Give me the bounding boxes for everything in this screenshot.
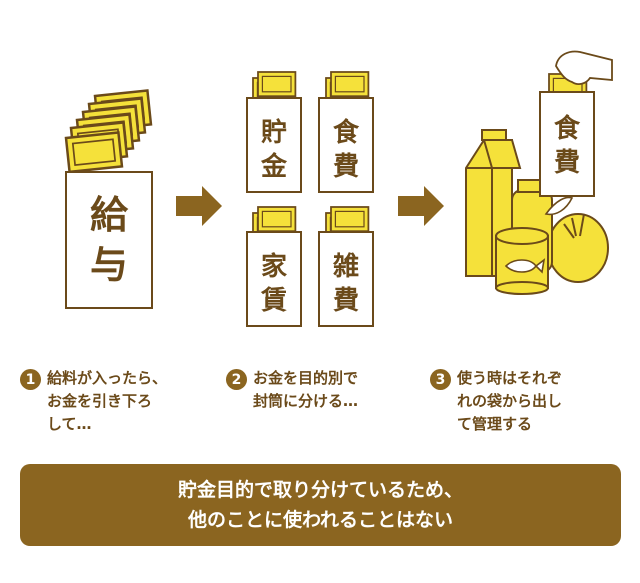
food-envelope-label: 食 費 xyxy=(319,116,373,184)
savings-envelope xyxy=(246,97,302,193)
step-2-number: 2 xyxy=(226,369,247,390)
misc-envelope xyxy=(318,231,374,327)
misc-char-2: 費 xyxy=(332,286,359,316)
step-1-text: 給料が入ったら、 お金を引き下ろ して… xyxy=(47,369,168,433)
conclusion-banner: 貯金目的で取り分けているため、 他のことに使われることはない xyxy=(20,464,621,546)
rent-envelope xyxy=(246,231,302,327)
rent-envelope-label: 家 賃 xyxy=(247,250,301,318)
food-envelope-in-use xyxy=(539,91,595,197)
hand-icon xyxy=(555,50,613,85)
misc-char-1: 雑 xyxy=(332,252,359,282)
rent-char-1: 家 xyxy=(260,252,287,282)
salary-envelope xyxy=(65,171,153,309)
salary-char-1: 給 xyxy=(89,193,128,237)
savings-char-2: 金 xyxy=(260,152,287,182)
salary-char-2: 与 xyxy=(89,243,128,287)
step-2-caption: 2 お金を目的別で 封筒に分ける… xyxy=(226,367,358,413)
grocery-bag-icon xyxy=(465,129,609,295)
arrow-right-icon xyxy=(398,186,444,226)
food-envelope xyxy=(318,97,374,193)
savings-char-1: 貯 xyxy=(260,118,287,148)
food-used-char-2: 費 xyxy=(553,148,580,178)
food-char-1: 食 xyxy=(332,118,359,148)
step-3-caption: 3 使う時はそれぞ れの袋から出し て管理する xyxy=(430,367,562,436)
step-1-number: 1 xyxy=(20,369,41,390)
step-1-caption: 1 給料が入ったら、 お金を引き下ろ して… xyxy=(20,367,167,436)
rent-char-2: 賃 xyxy=(260,286,287,316)
step-3-text: 使う時はそれぞ れの袋から出し て管理する xyxy=(457,369,563,433)
food-used-char-1: 食 xyxy=(553,114,580,144)
banknote-icon xyxy=(64,89,153,174)
banner-line-2: 他のことに使われることはない xyxy=(187,509,454,531)
misc-envelope-label: 雑 費 xyxy=(319,250,373,318)
food-char-2: 費 xyxy=(332,152,359,182)
salary-envelope-label: 給 与 xyxy=(66,190,152,290)
banner-line-1: 貯金目的で取り分けているため、 xyxy=(177,479,463,501)
step-3-number: 3 xyxy=(430,369,451,390)
arrow-right-icon xyxy=(176,186,222,226)
savings-envelope-label: 貯 金 xyxy=(247,116,301,184)
food-used-envelope-label: 食 費 xyxy=(540,112,594,180)
step-2-text: お金を目的別で 封筒に分ける… xyxy=(253,369,359,410)
